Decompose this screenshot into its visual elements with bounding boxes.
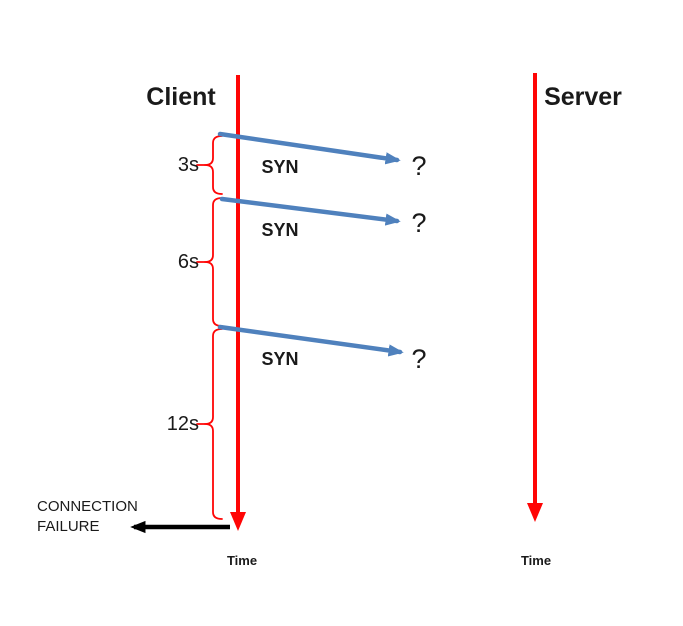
time-axis-label-server: Time xyxy=(520,553,552,568)
server-timeline-arrowhead-icon xyxy=(527,503,543,522)
timeout-bracket-3s xyxy=(204,135,223,195)
syn-arrow-2 xyxy=(219,196,401,226)
server-label: Server xyxy=(544,83,622,111)
syn-message-1-label: SYN xyxy=(261,157,299,177)
syn-arrow-1 xyxy=(217,131,401,165)
syn-arrow-3 xyxy=(217,324,404,357)
timeout-bracket-12s xyxy=(204,328,223,520)
syn-message-3-label: SYN xyxy=(261,349,299,369)
client-label: Client xyxy=(146,83,216,111)
client-timeline-arrowhead-icon xyxy=(230,512,246,531)
syn-message-2-label: SYN xyxy=(261,220,299,240)
time-axis-label-client: Time xyxy=(226,553,258,568)
connection-failure-line-2: FAILURE xyxy=(37,518,100,535)
no-response-mark-1: ? xyxy=(411,151,427,181)
connection-failure-line-1: CONNECTION xyxy=(37,498,138,515)
no-response-mark-2: ? xyxy=(411,208,427,238)
timeout-label-6s: 6s xyxy=(177,251,199,273)
connection-failure-label: CONNECTION FAILURE xyxy=(37,497,177,537)
timeout-bracket-6s xyxy=(204,197,223,327)
no-response-mark-3: ? xyxy=(411,344,427,374)
timeout-label-12s: 12s xyxy=(166,413,199,435)
timeout-label-3s: 3s xyxy=(177,154,199,176)
